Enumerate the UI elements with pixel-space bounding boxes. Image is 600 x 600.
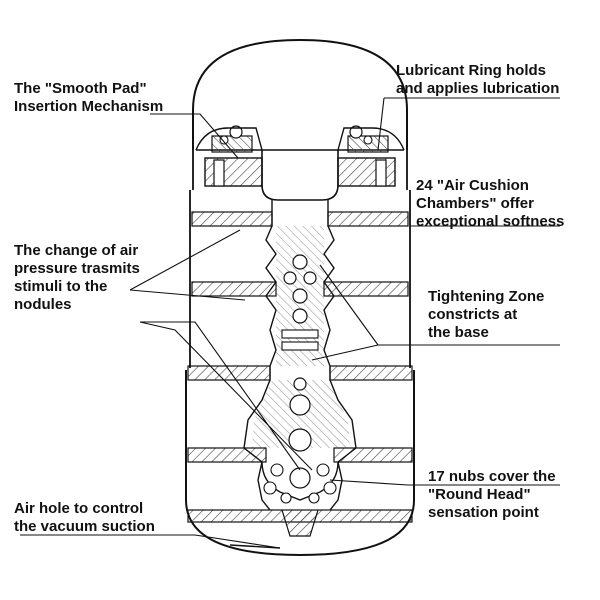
callout-nubs: 17 nubs cover the "Round Head" sensation… — [428, 468, 556, 521]
callout-air-hole: Air hole to control the vacuum suction — [14, 500, 155, 535]
callout-smooth-pad: The "Smooth Pad" Insertion Mechanism — [14, 80, 164, 115]
outer-casing — [185, 38, 415, 557]
inner-canal — [243, 200, 357, 511]
callout-lubricant-ring: Lubricant Ring holds and applies lubrica… — [396, 62, 560, 97]
air-cushion-chambers — [187, 211, 413, 523]
callout-air-pressure: The change of air pressure trasmits stim… — [14, 242, 140, 313]
callout-tightening-zone: Tightening Zone constricts at the base — [428, 288, 545, 341]
callout-air-cushion: 24 "Air Cushion Chambers" offer exceptio… — [416, 177, 565, 230]
lubricant-ring — [213, 159, 387, 187]
round-head-nubs — [261, 461, 339, 537]
air-hole — [229, 544, 281, 549]
leader-lines — [20, 97, 560, 549]
